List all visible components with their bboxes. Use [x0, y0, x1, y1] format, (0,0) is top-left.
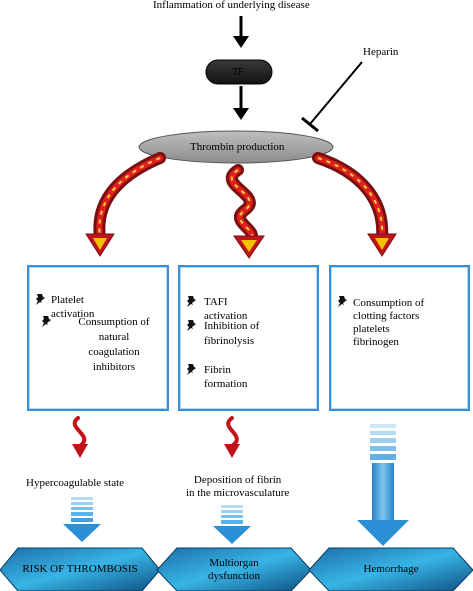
hexagon-hemorrhage-shape	[308, 547, 473, 591]
arrow-top-to-tf	[233, 16, 249, 48]
box-right-item-1-text: Consumption of clotting factors platelet…	[353, 297, 425, 348]
effects-box-middle: TAFI activation Inhibition of fibrinolys…	[178, 265, 319, 411]
outcome-middle-label: Deposition of fibrin in the microvascula…	[186, 474, 290, 499]
swirl-arrow-right	[312, 152, 397, 257]
box-middle-item-1-text: TAFI activation	[204, 296, 248, 322]
small-swirl-middle	[224, 416, 240, 458]
blue-arrow-left	[63, 497, 101, 542]
thrombin-label: Thrombin production	[190, 141, 285, 153]
box-left-item-1-text: Platelet activation	[51, 294, 95, 320]
pushpin-icon	[187, 320, 196, 331]
pushpin-icon	[36, 294, 45, 305]
outcome-left-label: Hypercoagulable state	[26, 477, 125, 489]
heparin-inhibition-line	[301, 61, 363, 133]
box-middle-item-3-text: Fibrin formation	[204, 364, 248, 390]
hexagon-hemorrhage-label: Hemorrhage	[363, 563, 419, 575]
blue-arrow-middle	[213, 505, 251, 544]
tf-label: TF	[232, 67, 244, 78]
heparin-label: Heparin	[363, 46, 399, 58]
box-middle-item-2-text: Inhibition of fibrinolysis	[204, 320, 260, 347]
pushpin-icon	[187, 296, 196, 307]
small-swirl-left	[72, 416, 88, 458]
blue-arrow-right	[357, 424, 409, 546]
pushpin-icon	[338, 296, 347, 307]
swirl-arrow-left	[85, 152, 166, 257]
pushpin-icon	[187, 364, 196, 375]
box-left-item-2-text: Consumption of natural coagulation inhib…	[78, 316, 150, 373]
effects-box-right: Consumption of clotting factors platelet…	[329, 265, 470, 411]
thrombin-node	[138, 130, 334, 164]
tf-node	[205, 59, 273, 85]
effects-box-left: Platelet activation Consumption of natur…	[27, 265, 169, 411]
hexagon-thrombosis-label: RISK OF THROMBOSIS	[22, 563, 138, 575]
pushpin-icon	[42, 316, 51, 327]
hexagon-multiorgan-label: Multiorgan dysfunction	[208, 557, 260, 582]
swirl-arrow-middle	[225, 164, 265, 259]
arrow-tf-to-thrombin	[233, 86, 249, 120]
top-label: Inflammation of underlying disease	[153, 0, 310, 11]
